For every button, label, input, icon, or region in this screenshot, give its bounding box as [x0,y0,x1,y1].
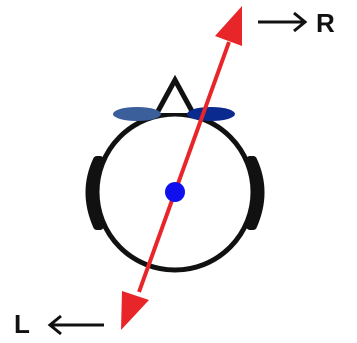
axis-arrow-shaft [137,41,231,293]
left-label: L [14,309,30,339]
right-arrow-icon [293,11,308,33]
right-label: R [316,8,335,38]
eye-right-icon [187,107,235,121]
eye-left-icon [113,107,161,121]
left-arrow-icon [47,314,62,336]
axis-arrow-head-bottom-icon [121,291,149,330]
ear-right-icon [246,156,265,230]
axis-arrow-head-top-icon [215,6,242,46]
center-point-icon [165,182,185,202]
nose-icon [154,74,196,115]
ear-left-icon [85,156,104,230]
